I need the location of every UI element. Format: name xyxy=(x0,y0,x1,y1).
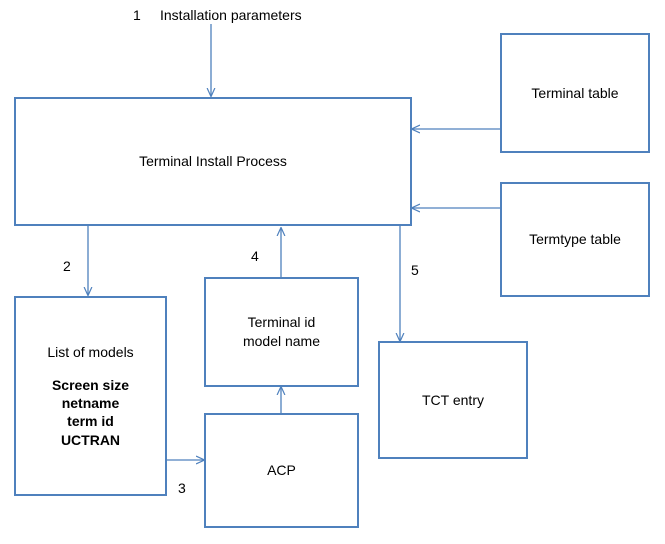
box-terminal-table[interactable]: Terminal table xyxy=(500,33,650,153)
box-terminal-table-label: Terminal table xyxy=(531,84,619,101)
box-tct-entry-label: TCT entry xyxy=(422,391,484,408)
edge-number-5: 5 xyxy=(411,262,419,278)
box-list-of-models-title: List of models xyxy=(47,344,134,361)
box-terminal-install-process[interactable]: Terminal Install Process xyxy=(14,97,412,226)
box-termtype-table[interactable]: Termtype table xyxy=(500,182,650,297)
box-termtype-table-label: Termtype table xyxy=(529,231,621,248)
box-list-of-models-screen-size: Screen size xyxy=(51,377,130,394)
box-list-of-models-term-id: term id xyxy=(67,413,114,430)
installation-parameters-label: Installation parameters xyxy=(160,7,302,23)
box-terminal-id-line2: model name xyxy=(242,333,321,349)
box-tct-entry[interactable]: TCT entry xyxy=(378,341,528,459)
edge-number-1: 1 xyxy=(133,7,141,23)
box-list-of-models-netname: netname xyxy=(61,395,120,412)
edge-number-3: 3 xyxy=(178,480,186,496)
edge-number-4: 4 xyxy=(251,248,259,264)
box-acp[interactable]: ACP xyxy=(204,413,359,528)
box-terminal-install-process-label: Terminal Install Process xyxy=(139,153,287,170)
box-acp-label: ACP xyxy=(267,462,296,479)
box-terminal-id-line1: Terminal id xyxy=(247,314,316,331)
box-list-of-models[interactable]: List of models Screen size netname term … xyxy=(14,296,167,496)
box-terminal-id-model-name[interactable]: Terminal id model name xyxy=(204,277,359,387)
box-list-of-models-uctran: UCTRAN xyxy=(60,431,121,448)
edge-number-2: 2 xyxy=(63,258,71,274)
